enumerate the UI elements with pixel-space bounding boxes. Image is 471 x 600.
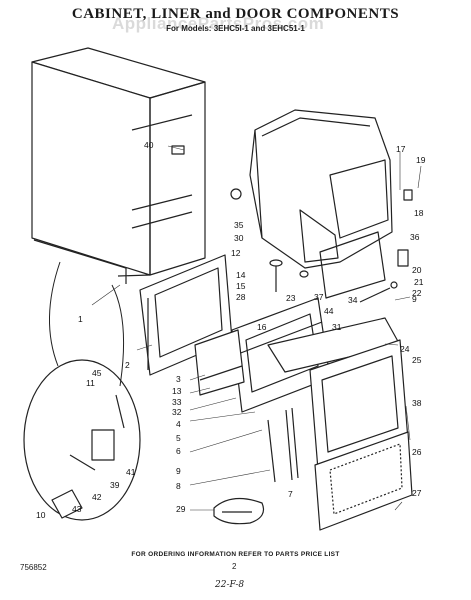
callout-9b: 9	[412, 294, 417, 304]
small-hardware	[171, 145, 309, 292]
callout-37: 37	[314, 292, 324, 302]
callout-42: 42	[92, 492, 102, 502]
callout-11: 11	[86, 378, 95, 388]
callout-33: 33	[172, 397, 182, 407]
watermark: AppliancePartsPros.com	[112, 14, 325, 33]
callout-10: 10	[36, 510, 46, 520]
cabinet-shell	[31, 47, 206, 284]
inset-detail	[23, 359, 141, 521]
callout-21: 21	[414, 277, 424, 287]
callout-24: 24	[400, 344, 410, 354]
handwritten-note: 22-F-8	[215, 580, 245, 590]
callout-8: 8	[176, 481, 181, 491]
callout-7: 7	[288, 489, 293, 499]
callout-2: 2	[125, 360, 130, 370]
callout-12: 12	[231, 248, 241, 258]
callout-26: 26	[412, 447, 422, 457]
callout-18: 18	[414, 208, 424, 218]
callout-13: 13	[172, 386, 182, 396]
callout-16: 16	[257, 322, 267, 332]
callout-25: 25	[412, 355, 422, 365]
callout-38: 38	[412, 398, 422, 408]
callout-3: 3	[176, 374, 181, 384]
ordering-note: FOR ORDERING INFORMATION REFER TO PARTS …	[131, 551, 340, 558]
callout-35: 35	[234, 220, 244, 230]
toe-grille	[314, 431, 413, 531]
callout-15: 15	[236, 281, 246, 291]
callout-1: 1	[78, 314, 83, 324]
drawing-code: 756852	[20, 563, 47, 572]
control-components	[359, 189, 413, 303]
callout-41: 41	[126, 467, 136, 477]
callout-30: 30	[234, 233, 244, 243]
diagram-title: CABINET, LINER and DOOR COMPONENTS	[71, 6, 400, 22]
callout-43: 43	[72, 504, 82, 514]
callout-36: 36	[410, 232, 420, 242]
door-outer-panel	[267, 317, 409, 471]
callout-22: 22	[412, 288, 422, 298]
door-handle	[213, 497, 265, 525]
evaporator-cover	[319, 231, 386, 299]
callout-29: 29	[176, 504, 186, 514]
callout-4: 4	[176, 419, 181, 429]
callout-39: 39	[110, 480, 120, 490]
callout-44: 44	[324, 306, 334, 316]
door-rods	[267, 407, 299, 483]
callout-6: 6	[176, 446, 181, 456]
callout-45: 45	[92, 368, 102, 378]
callout-28: 28	[236, 292, 246, 302]
callout-9: 9	[176, 466, 181, 476]
callout-20: 20	[412, 265, 422, 275]
callout-34: 34	[348, 295, 358, 305]
callout-17: 17	[396, 144, 406, 154]
callout-19: 19	[416, 155, 426, 165]
callout-23: 23	[286, 293, 296, 303]
page-number: 2	[232, 562, 237, 571]
callout-40: 40	[144, 140, 154, 150]
diagram-subtitle: For Models: 3EHC5I-1 and 3EHC51-1	[166, 24, 305, 33]
door-shelf	[194, 329, 245, 396]
callout-14: 14	[236, 270, 246, 280]
callout-5: 5	[176, 433, 181, 443]
callout-27: 27	[412, 488, 422, 498]
freezer-liner	[249, 109, 393, 269]
callout-32: 32	[172, 407, 182, 417]
callout-31: 31	[332, 322, 342, 332]
callout-labels: 1 2 3 4 5 6 7 8 9 9 10 11 12 13 14 15 16…	[36, 140, 426, 520]
